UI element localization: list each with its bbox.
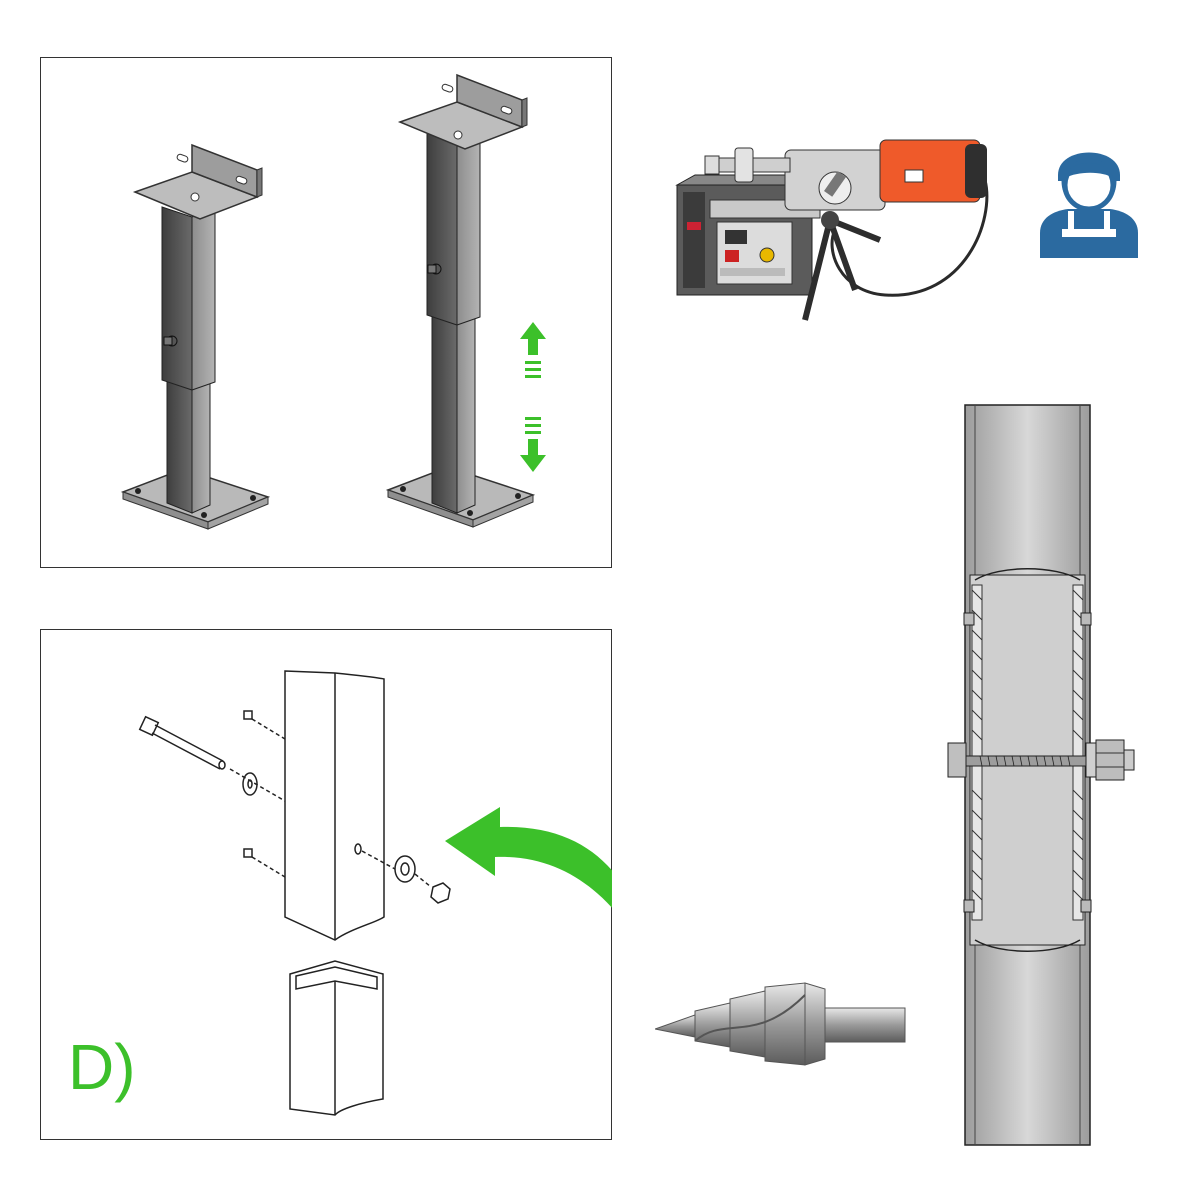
step-drill-bit-icon	[655, 982, 906, 1066]
telescopic-post-extended-icon	[385, 73, 536, 528]
telescopic-posts-illustration	[120, 73, 546, 530]
post-cross-section-icon	[947, 404, 1135, 1146]
magnetic-drill-icon	[675, 139, 989, 321]
arrow-up-icon	[520, 322, 546, 378]
arrow-down-icon	[520, 417, 546, 472]
bolt-assembly-icon	[138, 670, 612, 1116]
worker-icon	[1040, 152, 1138, 258]
telescopic-post-icon	[120, 143, 271, 530]
post-adjustment-panel	[40, 57, 612, 568]
step-label: D)	[68, 1031, 136, 1103]
curved-arrow-icon	[445, 807, 612, 908]
